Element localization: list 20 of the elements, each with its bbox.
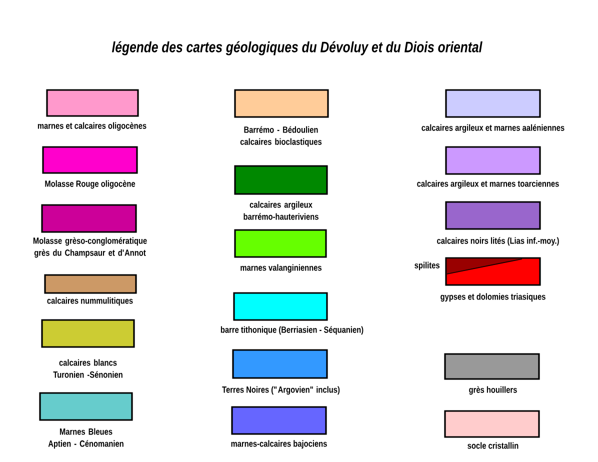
legend-label: Terres Noires ("Argovien" inclus) [222,386,340,395]
legend-label: Barrémo - Bédoulien calcaires bioclastiques [240,126,322,147]
legend-label: marnes valanginiennes [240,264,322,273]
legend-label: calcaires argileux et marnes toarciennes [417,180,559,189]
legend-label: socle cristallin [468,442,518,449]
legend-label: calcaires noirs lités (Lias inf.-moy.) [437,237,559,246]
legend-label: marnes-calcaires bajociens [231,440,327,449]
legend-label: calcaires argileux barrémo-hauteriviens [244,201,318,220]
legend-label: calcaires argileux et marnes aaléniennes [422,124,564,133]
legend-label: Marnes Bleues Aptien - Cénomanien [48,428,124,449]
legend-label: calcaires nummulitiques [47,297,133,306]
legend-label: marnes et calcaires oligocènes [38,122,146,131]
legend-label: calcaires blancs Turonien -Sénonien [53,359,122,378]
legend-label: Molasse grèso-conglomératique grès du Champsaur et d'Annot [33,237,147,258]
legend-label: grès houillers [469,386,517,395]
legend-label: gypses et dolomies triasiques [440,293,546,302]
title: légende des cartes géologiques du Dévoluy et du Diois oriental [112,41,482,56]
legend-label: barre tithonique (Berriasien - Séquanien) [220,326,364,335]
legend-label: Molasse Rouge oligocène [45,180,136,189]
legend-label: spilites [414,262,440,270]
